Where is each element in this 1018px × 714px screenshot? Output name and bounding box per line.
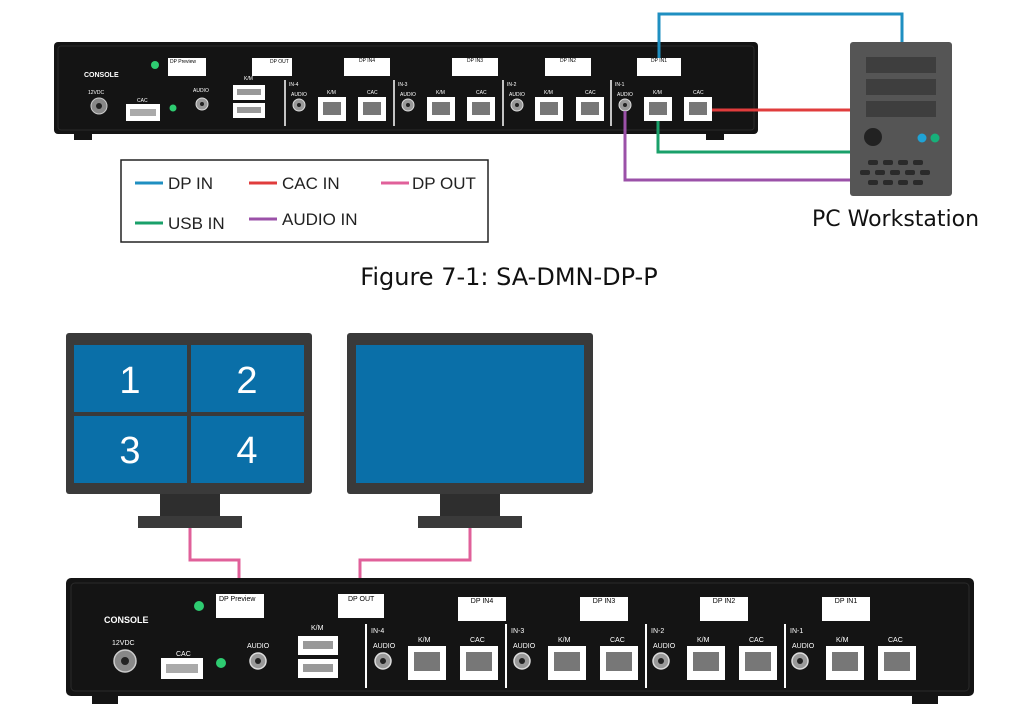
svg-text:CAC: CAC	[585, 90, 596, 96]
svg-text:AUDIO: AUDIO	[513, 643, 536, 650]
svg-text:DP OUT: DP OUT	[348, 596, 375, 603]
bottom-input-group-3: IN-3 AUDIO K/M CAC DP IN3	[505, 597, 638, 688]
svg-text:K/M: K/M	[436, 90, 445, 96]
svg-text:AUDIO: AUDIO	[509, 92, 525, 98]
svg-text:AUDIO: AUDIO	[373, 643, 396, 650]
svg-text:AUDIO: AUDIO	[792, 643, 815, 650]
svg-text:DP IN2: DP IN2	[713, 598, 736, 605]
top-kvm-device: CONSOLE 12VDC CAC DP Preview AUDIO K/M D…	[54, 42, 758, 140]
svg-text:IN-2: IN-2	[651, 628, 664, 635]
dp-in-cable	[657, 12, 904, 58]
svg-text:DP IN2: DP IN2	[560, 58, 576, 64]
svg-text:DP IN3: DP IN3	[593, 598, 616, 605]
svg-text:IN-3: IN-3	[398, 82, 408, 88]
svg-text:K/M: K/M	[418, 637, 431, 644]
cac-label: CAC	[137, 98, 148, 104]
svg-text:DP IN1: DP IN1	[651, 58, 667, 64]
legend-dp-in: DP IN	[168, 174, 213, 193]
svg-text:DP OUT: DP OUT	[270, 59, 289, 65]
svg-text:AUDIO: AUDIO	[247, 643, 270, 650]
svg-text:CAC: CAC	[610, 637, 625, 644]
audio-in-cable	[623, 111, 852, 182]
top-input-group-4: IN-4 AUDIO K/M CAC DP IN4	[284, 58, 390, 126]
figure-caption: Figure 7-1: SA-DMN-DP-P	[360, 263, 658, 291]
svg-text:DP Preview: DP Preview	[170, 59, 196, 65]
svg-text:CAC: CAC	[176, 651, 191, 658]
status-led	[151, 61, 159, 69]
svg-text:AUDIO: AUDIO	[193, 88, 209, 94]
legend-dp-out: DP OUT	[412, 174, 476, 193]
svg-text:K/M: K/M	[697, 637, 710, 644]
svg-text:CAC: CAC	[476, 90, 487, 96]
svg-text:CAC: CAC	[470, 637, 485, 644]
svg-text:IN-3: IN-3	[511, 628, 524, 635]
svg-text:K/M: K/M	[558, 637, 571, 644]
dp-out-cable-left	[188, 528, 241, 592]
svg-text:AUDIO: AUDIO	[653, 643, 676, 650]
svg-text:DP IN4: DP IN4	[471, 598, 494, 605]
svg-text:CAC: CAC	[693, 90, 704, 96]
top-input-group-1: IN-1 AUDIO K/M CAC DP IN1	[610, 58, 712, 126]
pc-workstation-tower	[850, 42, 952, 196]
svg-text:IN-1: IN-1	[615, 82, 625, 88]
svg-text:IN-1: IN-1	[790, 628, 803, 635]
svg-text:CAC: CAC	[367, 90, 378, 96]
legend-audio-in: AUDIO IN	[282, 210, 358, 229]
svg-text:DP IN1: DP IN1	[835, 598, 858, 605]
svg-text:CONSOLE: CONSOLE	[104, 615, 149, 625]
svg-text:IN-4: IN-4	[371, 628, 384, 635]
power-button-icon	[864, 128, 882, 146]
monitor-right	[347, 333, 593, 528]
legend-cac-in: CAC IN	[282, 174, 340, 193]
legend-box	[120, 159, 489, 243]
svg-text:AUDIO: AUDIO	[400, 92, 416, 98]
svg-text:DP IN4: DP IN4	[359, 58, 375, 64]
svg-text:IN-4: IN-4	[289, 82, 299, 88]
usb-in-cable	[656, 121, 852, 154]
svg-text:K/M: K/M	[244, 76, 253, 82]
dp-out-port	[252, 58, 292, 76]
svg-text:CAC: CAC	[888, 637, 903, 644]
svg-text:K/M: K/M	[653, 90, 662, 96]
top-input-group-2: IN-2 AUDIO K/M CAC DP IN2	[502, 58, 604, 126]
svg-text:DP Preview: DP Preview	[219, 596, 256, 603]
top-input-group-3: IN-3 AUDIO K/M CAC DP IN3	[393, 58, 498, 126]
monitor-left: 1 2 3 4	[66, 333, 312, 528]
svg-text:K/M: K/M	[327, 90, 336, 96]
legend-usb-in: USB IN	[168, 214, 225, 233]
cable-legend: DP IN CAC IN DP OUT USB IN AUDIO IN	[120, 159, 489, 243]
quadrant-4: 4	[236, 430, 257, 472]
svg-text:AUDIO: AUDIO	[617, 92, 633, 98]
quadrant-1: 1	[119, 360, 140, 402]
bottom-input-group-4: IN-4 AUDIO K/M CAC DP IN4	[365, 597, 506, 688]
bottom-kvm-device: CONSOLE 12VDC CAC DP Preview AUDIO K/M D…	[66, 578, 974, 704]
svg-text:K/M: K/M	[311, 625, 324, 632]
top-cables	[623, 12, 904, 182]
dp-out-cable-right	[358, 528, 472, 592]
svg-text:DP IN3: DP IN3	[467, 58, 483, 64]
quadrant-3: 3	[119, 430, 140, 472]
monitor-right-screen	[356, 345, 584, 483]
bottom-input-group-2: IN-2 AUDIO K/M CAC DP IN2	[645, 597, 777, 688]
svg-text:K/M: K/M	[544, 90, 553, 96]
svg-text:12VDC: 12VDC	[112, 640, 135, 647]
dp-preview-port	[168, 58, 206, 76]
bottom-input-group-1: IN-1 AUDIO K/M CAC DP IN1	[784, 597, 916, 688]
svg-text:IN-2: IN-2	[507, 82, 517, 88]
power-label: 12VDC	[88, 90, 105, 96]
pc-workstation-label: PC Workstation	[812, 207, 980, 232]
console-label: CONSOLE	[84, 72, 119, 79]
svg-text:K/M: K/M	[836, 637, 849, 644]
quadrant-2: 2	[236, 360, 257, 402]
svg-text:AUDIO: AUDIO	[291, 92, 307, 98]
svg-text:CAC: CAC	[749, 637, 764, 644]
